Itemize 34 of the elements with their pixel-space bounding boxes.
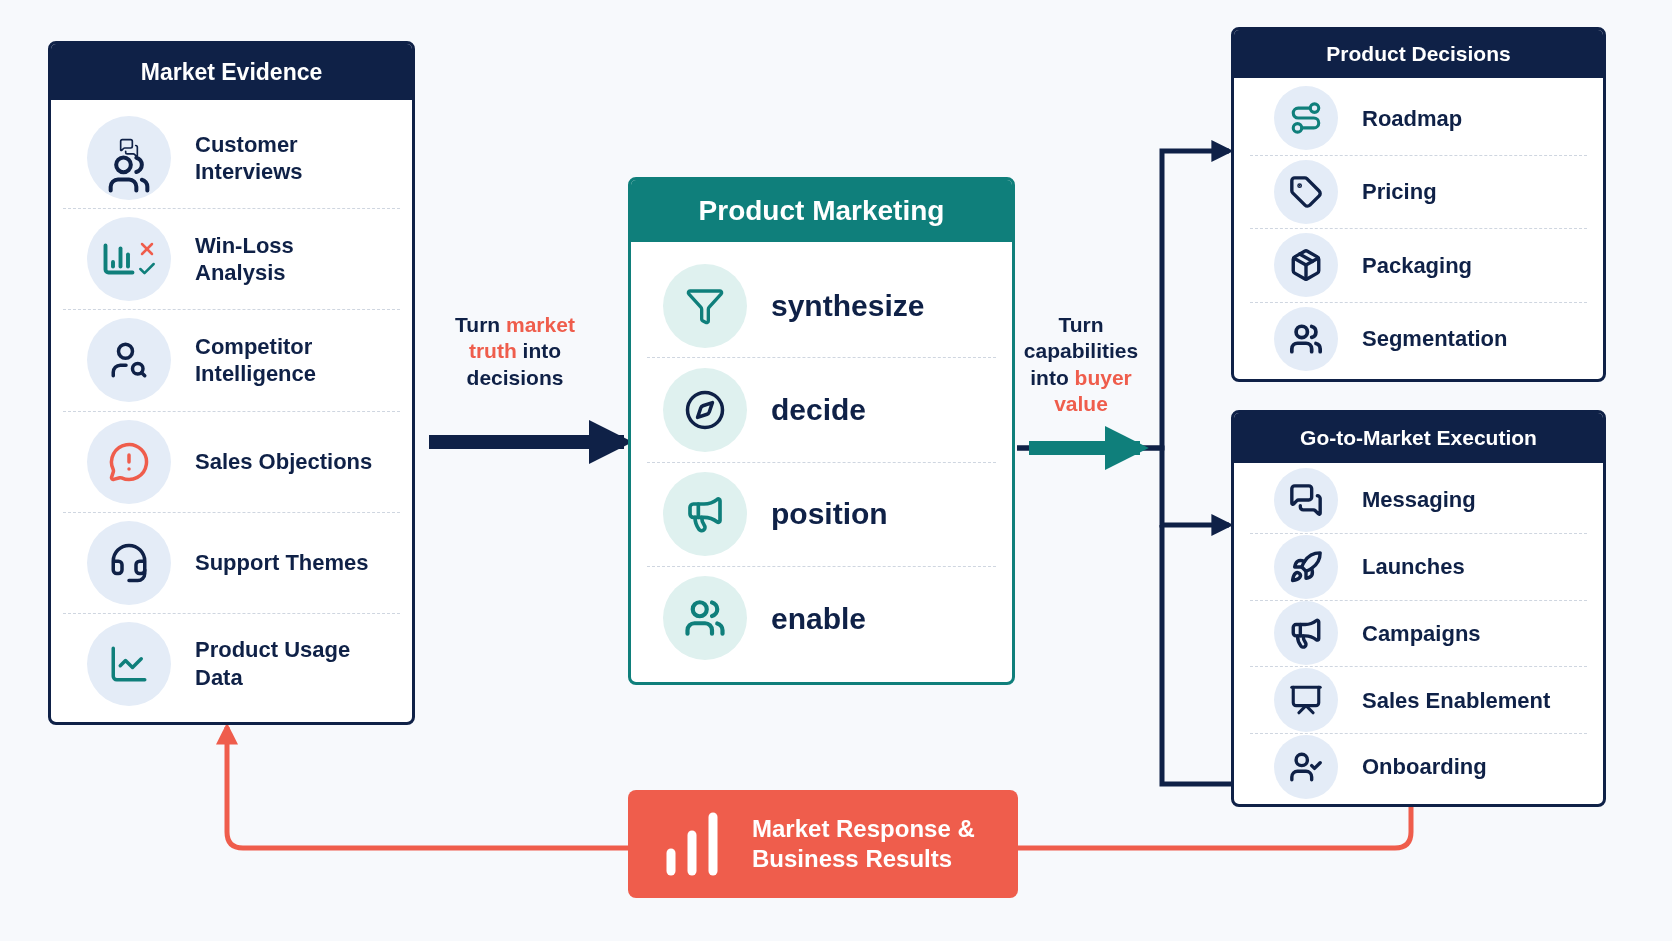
- panel-title: Go-to-Market Execution: [1300, 425, 1537, 452]
- panel-title: Product Marketing: [698, 194, 945, 228]
- list-row: [1250, 467, 1587, 534]
- item-label: Onboarding: [1362, 753, 1487, 781]
- list-row: [1250, 600, 1587, 668]
- panel: [1231, 410, 1606, 807]
- panel: [48, 41, 415, 725]
- item-label: position: [771, 496, 888, 533]
- result-label: Market Response & Business Results: [752, 814, 976, 874]
- panel: [628, 177, 1015, 685]
- item-label: Sales Enablement: [1362, 686, 1551, 715]
- item-label: Campaigns: [1362, 619, 1481, 648]
- item-label: Messaging: [1362, 486, 1476, 514]
- list-row: [1250, 533, 1587, 601]
- item-label: Support Themes: [195, 549, 369, 577]
- item-label: Win-Loss Analysis: [195, 231, 295, 287]
- connector-line: [1018, 807, 1414, 851]
- panel-title: Market Evidence: [140, 57, 323, 87]
- item-label: Roadmap: [1362, 104, 1463, 132]
- item-label: Competitor Intelligence: [195, 332, 318, 388]
- item-label: Pricing: [1362, 178, 1437, 206]
- panel-title: Product Decisions: [1326, 41, 1511, 68]
- panel: [1231, 27, 1606, 382]
- result-box: [628, 790, 1018, 898]
- item-label: Segmentation: [1362, 325, 1508, 353]
- item-label: Packaging: [1362, 251, 1473, 279]
- item-label: Product Usage Data: [195, 636, 352, 692]
- item-label: enable: [771, 600, 867, 637]
- item-label: Launches: [1362, 552, 1465, 581]
- item-label: decide: [771, 392, 867, 429]
- item-label: Sales Objections: [195, 447, 373, 476]
- list-row: [1250, 667, 1587, 735]
- item-label: synthesize: [771, 287, 925, 324]
- item-label: Customer Interviews: [195, 130, 304, 186]
